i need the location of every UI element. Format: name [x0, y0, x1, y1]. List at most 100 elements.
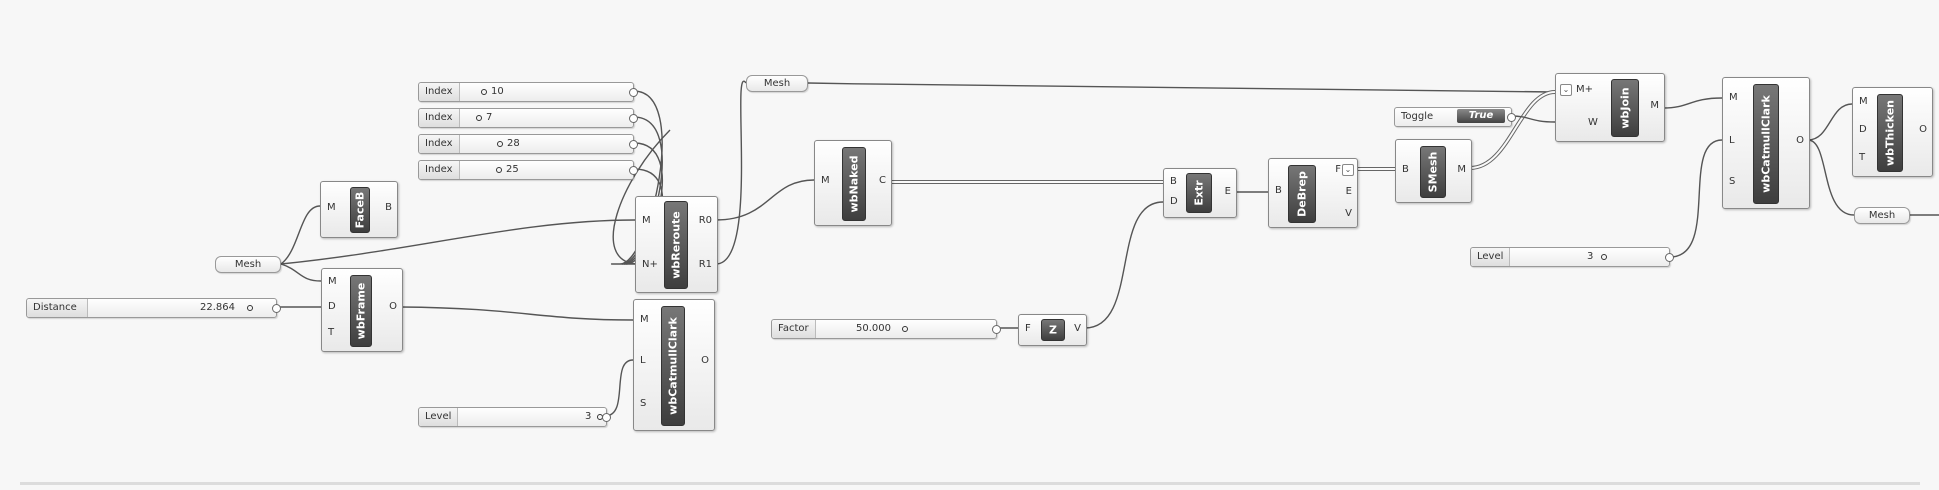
slider-knob-icon[interactable]	[497, 141, 503, 147]
output-m[interactable]: M	[1457, 164, 1466, 175]
input-l[interactable]: L	[1729, 135, 1735, 146]
index-slider-4[interactable]: Index 25	[418, 160, 638, 180]
output-o[interactable]: O	[1796, 135, 1804, 146]
input-m[interactable]: M	[328, 276, 337, 287]
slider-knob-icon[interactable]	[496, 167, 502, 173]
simple-mesh-component[interactable]: B SMesh M	[1395, 139, 1472, 203]
output-grip-icon[interactable]	[629, 140, 638, 149]
input-m-plus[interactable]: M+	[1576, 84, 1594, 95]
input-s[interactable]: S	[640, 398, 647, 409]
output-grip-icon[interactable]	[1665, 253, 1674, 262]
output-grip-icon[interactable]	[629, 114, 638, 123]
level-value: 3	[585, 411, 592, 422]
output-f[interactable]: F	[1335, 164, 1341, 175]
input-s[interactable]: S	[1729, 176, 1736, 187]
smesh-caption: SMesh	[1420, 146, 1446, 198]
output-o[interactable]: O	[701, 355, 709, 366]
factor-label: Factor	[772, 320, 816, 338]
output-b[interactable]: B	[385, 202, 392, 213]
input-m[interactable]: M	[821, 175, 830, 186]
output-grip-icon[interactable]	[602, 413, 611, 422]
relay-label: Mesh	[763, 78, 791, 89]
input-b[interactable]: B	[1170, 176, 1177, 187]
input-m[interactable]: M	[1859, 96, 1868, 107]
output-o[interactable]: O	[389, 301, 397, 312]
level-slider-2[interactable]: Level 3	[1470, 247, 1674, 267]
index-value: 28	[507, 138, 520, 149]
mesh-relay-input[interactable]: Mesh	[215, 256, 281, 273]
extrude-component[interactable]: B D Extr E	[1163, 168, 1237, 218]
slider-knob-icon[interactable]	[1601, 254, 1607, 260]
output-o[interactable]: O	[1919, 124, 1927, 135]
output-r1[interactable]: R1	[698, 259, 712, 270]
output-grip-icon[interactable]	[992, 325, 1001, 334]
mesh-relay-output[interactable]: Mesh	[1854, 207, 1910, 224]
input-n-plus[interactable]: N+	[642, 259, 658, 270]
input-m[interactable]: M	[327, 202, 336, 213]
distance-slider[interactable]: Distance 22.864	[26, 298, 281, 318]
input-b[interactable]: B	[1275, 185, 1282, 196]
wbframe-component[interactable]: M D T wbFrame O	[321, 268, 403, 352]
index-slider-3[interactable]: Index 28	[418, 134, 638, 154]
z-caption: Z	[1041, 319, 1065, 341]
expand-icon[interactable]: ⌄	[1560, 84, 1572, 96]
z-vector-component[interactable]: F Z V	[1018, 314, 1087, 346]
input-f[interactable]: F	[1025, 323, 1031, 334]
level-label: Level	[419, 408, 459, 426]
mesh-relay-top[interactable]: Mesh	[746, 75, 808, 92]
output-v[interactable]: V	[1345, 208, 1352, 219]
wbthicken-component[interactable]: M D T wbThicken O	[1852, 87, 1933, 177]
wire-level1-catmull	[604, 359, 634, 417]
wire-reroute-meshtop	[715, 80, 747, 265]
wire-wbframe-catmull	[400, 306, 634, 321]
boolean-toggle[interactable]: Toggle True	[1394, 107, 1516, 127]
input-l[interactable]: L	[640, 355, 646, 366]
input-t[interactable]: T	[1859, 152, 1866, 163]
wire-z-extr	[1084, 201, 1164, 329]
index-label: Index	[419, 83, 460, 101]
output-c[interactable]: C	[879, 175, 886, 186]
deconstruct-brep-component[interactable]: B DeBrep F ⌄ E V	[1268, 158, 1358, 228]
wire-smesh-wbjoin	[1469, 90, 1556, 170]
output-grip-icon[interactable]	[629, 166, 638, 175]
input-w[interactable]: W	[1588, 117, 1598, 128]
slider-knob-icon[interactable]	[481, 89, 487, 95]
output-grip-icon[interactable]	[272, 304, 281, 313]
output-grip-icon[interactable]	[629, 88, 638, 97]
output-e[interactable]: E	[1224, 186, 1231, 197]
wbjoin-component[interactable]: ⌄ M+ W wbJoin M	[1555, 73, 1665, 142]
wbcatmullclark-caption: wbCatmullClark	[1753, 84, 1779, 204]
input-m[interactable]: M	[1729, 92, 1738, 103]
input-d[interactable]: D	[1170, 196, 1178, 207]
faceb-component[interactable]: M FaceB B	[320, 181, 398, 238]
output-e[interactable]: E	[1345, 186, 1352, 197]
wbcatmullclark-component-1[interactable]: M L S wbCatmullClark O	[633, 299, 715, 431]
output-grip-icon[interactable]	[1507, 113, 1516, 122]
wbjoin-caption: wbJoin	[1611, 79, 1639, 137]
wbcatmullclark-component-2[interactable]: M L S wbCatmullClark O	[1722, 77, 1810, 209]
input-t[interactable]: T	[328, 327, 335, 338]
output-r0[interactable]: R0	[698, 215, 712, 226]
factor-slider[interactable]: Factor 50.000	[771, 319, 1001, 339]
slider-knob-icon[interactable]	[902, 326, 908, 332]
index-slider-1[interactable]: Index 10	[418, 82, 638, 102]
slider-knob-icon[interactable]	[476, 115, 482, 121]
distance-label: Distance	[27, 299, 88, 317]
input-b[interactable]: B	[1402, 164, 1409, 175]
expand-icon[interactable]: ⌄	[1342, 164, 1354, 176]
input-d[interactable]: D	[328, 301, 336, 312]
wbnaked-component[interactable]: M wbNaked C	[814, 140, 892, 226]
slider-knob-icon[interactable]	[247, 305, 253, 311]
index-slider-2[interactable]: Index 7	[418, 108, 638, 128]
input-d[interactable]: D	[1859, 124, 1867, 135]
canvas-bottom-border	[20, 482, 1920, 485]
level-slider-1[interactable]: Level 3	[418, 407, 611, 427]
wbthicken-caption: wbThicken	[1877, 94, 1903, 172]
output-v[interactable]: V	[1074, 323, 1081, 334]
output-m[interactable]: M	[1650, 100, 1659, 111]
input-m[interactable]: M	[640, 314, 649, 325]
input-m[interactable]: M	[642, 215, 651, 226]
toggle-value[interactable]: True	[1457, 109, 1505, 123]
wbreroute-component[interactable]: M N+ wbReroute R0 R1	[635, 196, 718, 293]
